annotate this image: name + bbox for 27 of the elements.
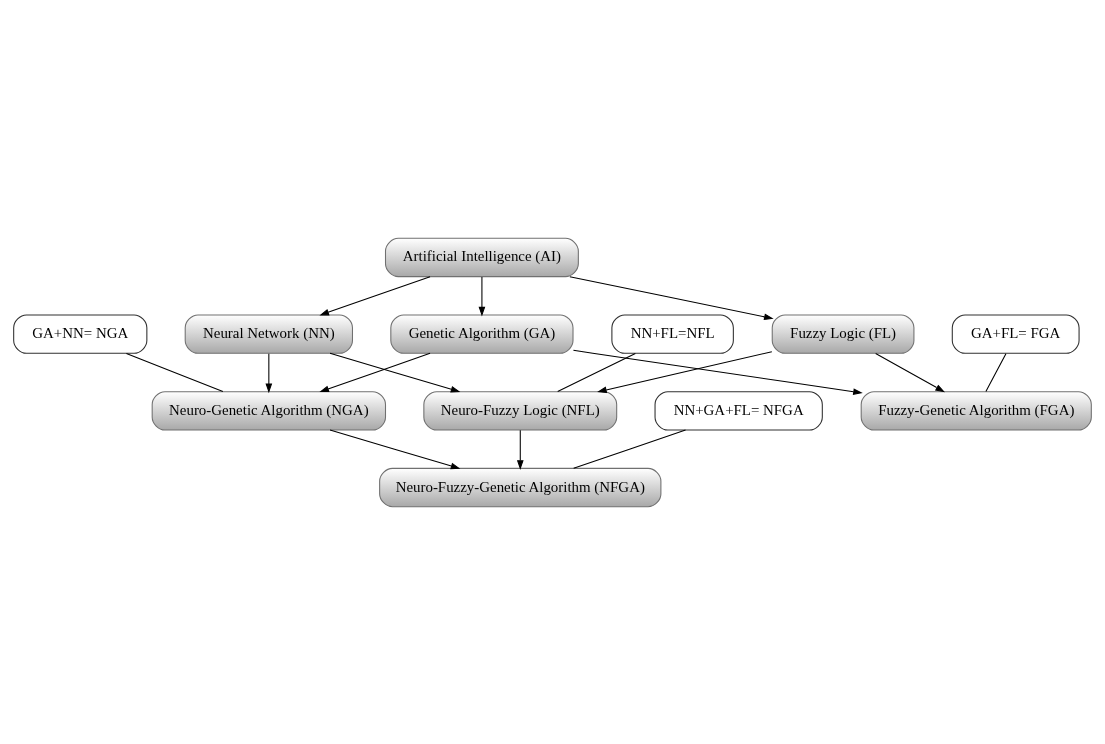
node-box: NN+GA+FL= NFGA	[654, 390, 823, 431]
node-box: Fuzzy Logic (FL)	[771, 313, 915, 354]
node-box: Genetic Algorithm (GA)	[390, 313, 574, 354]
arrow	[516, 429, 524, 470]
node-box: Fuzzy-Genetic Algorithm (FGA)	[860, 390, 1092, 431]
arrow	[572, 349, 863, 395]
arrow	[319, 275, 431, 315]
connector	[573, 429, 687, 469]
arrow	[597, 350, 773, 393]
arrow	[478, 275, 486, 316]
arrow	[319, 352, 431, 392]
node-box: GA+FL= FGA	[951, 313, 1080, 354]
connector	[125, 352, 224, 392]
node-box: Neuro-Fuzzy Logic (NFL)	[423, 390, 618, 431]
node-box: Neuro-Fuzzy-Genetic Algorithm (NFGA)	[379, 467, 662, 507]
arrow	[265, 352, 273, 393]
arrow	[569, 275, 774, 320]
node-box: Neural Network (NN)	[184, 313, 353, 354]
arrow	[875, 352, 945, 392]
arrow	[329, 352, 461, 392]
node-box: GA+NN= NGA	[13, 313, 148, 354]
arrow	[329, 429, 461, 469]
connector	[985, 352, 1007, 392]
node-box: Artificial Intelligence (AI)	[384, 237, 579, 277]
connector	[557, 352, 636, 392]
node-box: NN+FL=NFL	[611, 313, 734, 354]
node-box: Neuro-Genetic Algorithm (NGA)	[151, 390, 387, 431]
